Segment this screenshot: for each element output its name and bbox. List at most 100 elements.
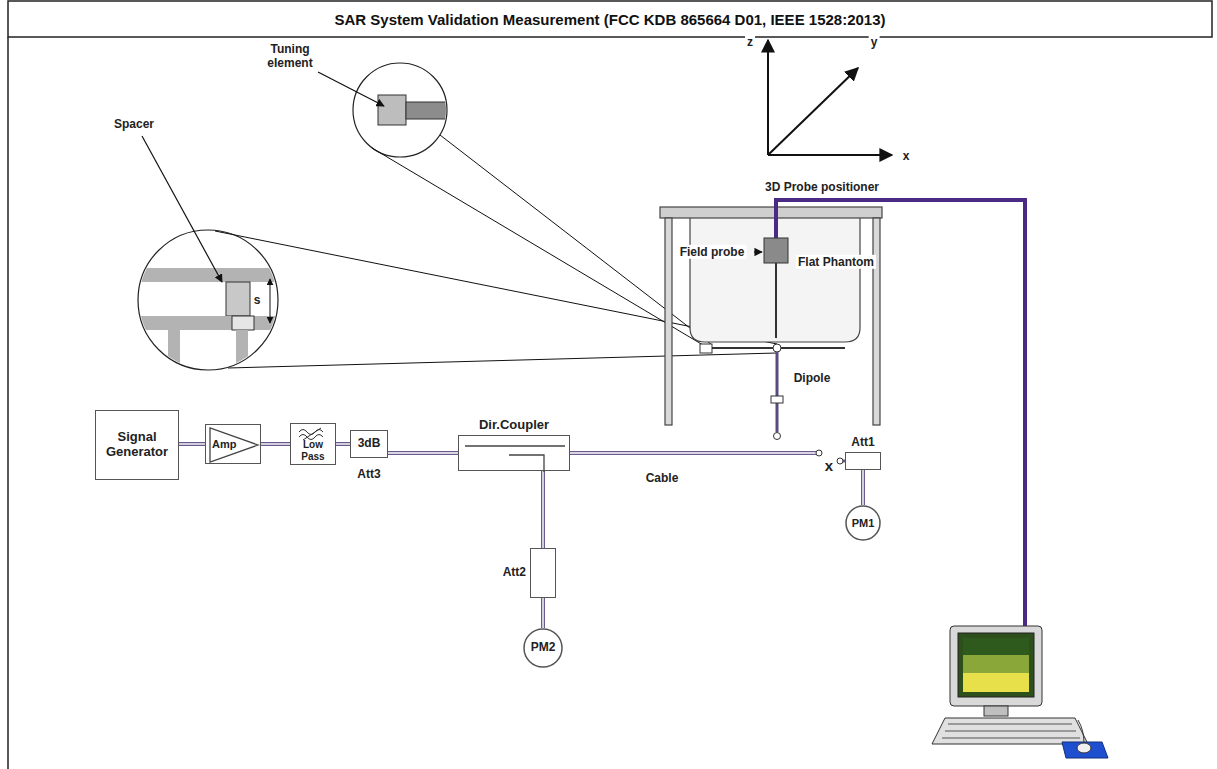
cable-part (570, 451, 816, 455)
part-label: Cable (644, 471, 681, 485)
part-label: x (823, 457, 835, 475)
part-label: Dipole (792, 371, 833, 385)
cable-core (179, 443, 205, 444)
computer-part (958, 633, 1034, 697)
cable-connector (179, 444, 205, 445)
tuning-detail-part-part (378, 95, 406, 125)
probe-positioner-part (775, 263, 777, 338)
dipole-part (771, 396, 783, 403)
filter-symbol (299, 428, 323, 440)
computer (932, 626, 1108, 758)
probe-positioner-part (764, 238, 788, 263)
cable-core (261, 443, 290, 444)
part-label: Att3 (355, 467, 382, 481)
cable-connector (543, 598, 544, 628)
coupler-symbol (465, 446, 565, 472)
axes-part (767, 40, 769, 155)
spacer-detail (130, 136, 777, 380)
node-label: Signal Generator (96, 430, 178, 460)
spacer-detail-part (270, 279, 271, 323)
frame-part (8, 1, 1212, 37)
part-label: x (901, 149, 912, 163)
computer-part (1077, 743, 1091, 753)
cable-core (862, 470, 863, 505)
coupler-box: Dir.Coupler (458, 435, 570, 471)
node-label: Att2 (503, 566, 526, 580)
coupler-outline (459, 436, 569, 470)
amplifier-triangle (210, 428, 258, 462)
spacer-detail-part (228, 353, 777, 368)
computer-part (1078, 720, 1084, 743)
node-label: Amp (212, 438, 236, 451)
tuning-detail-part (372, 148, 703, 345)
part-label: 3D Probe positioner (763, 180, 881, 194)
computer-part (963, 638, 1029, 655)
spacer-detail-part (130, 268, 290, 380)
node-label: Dir.Coupler (479, 418, 549, 433)
power-meter-circle: PM2 (523, 628, 563, 668)
meter-circle (524, 629, 562, 667)
part-label: Field probe (678, 245, 747, 259)
spacer-detail-part-part (130, 268, 290, 282)
filter-box: Low Pass (290, 423, 336, 465)
flat-phantom-part (873, 218, 880, 425)
cable-part (837, 458, 843, 464)
axes-part (768, 154, 892, 156)
flat-phantom-part (660, 207, 882, 218)
cable-line (336, 442, 350, 446)
computer-part (1062, 742, 1108, 758)
computer-part (963, 655, 1029, 673)
cable-connector (336, 444, 350, 445)
tuning-detail-part-part (406, 102, 451, 119)
computer-part (963, 673, 1029, 692)
dipole-part (774, 433, 781, 440)
axes-part (768, 68, 858, 155)
cable-core (336, 443, 350, 444)
instrument-box: Signal Generator (95, 410, 179, 480)
power-meter-circle: PM1 (845, 505, 881, 541)
cable-part (816, 450, 822, 456)
computer-part (932, 718, 1088, 744)
node-label: PM2 (531, 641, 556, 655)
instrument-box: Att1 (845, 452, 881, 470)
cable-connector (388, 453, 458, 454)
dipole-part (700, 344, 712, 353)
cable-part (570, 452, 816, 453)
part-label: Tuning element (252, 42, 328, 71)
dipole-part (773, 344, 781, 352)
cable-core (388, 452, 458, 453)
cable-line (261, 442, 290, 446)
cable-line (179, 442, 205, 446)
spacer-detail-part-part (168, 330, 180, 380)
cable (570, 450, 845, 464)
part-label: y (869, 35, 880, 49)
amplifier-box: Amp (205, 424, 261, 464)
probe-positioner-part (776, 200, 1025, 626)
part-label: z (745, 35, 755, 49)
cable-line (541, 471, 545, 548)
part-label: Spacer (112, 117, 156, 131)
node-label: PM1 (852, 517, 875, 530)
spacer-detail-part-part (232, 316, 254, 330)
spacer-detail-part-part (130, 316, 290, 330)
spacer-detail-part (142, 136, 222, 282)
computer-part (942, 724, 1080, 738)
node-label: Low Pass (291, 439, 335, 462)
flat-phantom (660, 207, 882, 425)
flat-phantom-part (665, 218, 672, 425)
axes (768, 40, 892, 155)
node-label: Att1 (851, 436, 874, 450)
dipole-part (776, 352, 779, 432)
tuning-detail (318, 63, 712, 345)
spacer-detail-part-part (236, 330, 248, 380)
cable-connector (543, 471, 544, 548)
computer-part (984, 706, 1008, 716)
instrument-box: 3dB (350, 430, 388, 458)
meter-circle (846, 506, 880, 540)
part-label: s (252, 293, 263, 307)
cable-connector (261, 444, 290, 445)
spacer-detail-part-part (226, 282, 250, 316)
probe-positioner (754, 200, 1025, 626)
